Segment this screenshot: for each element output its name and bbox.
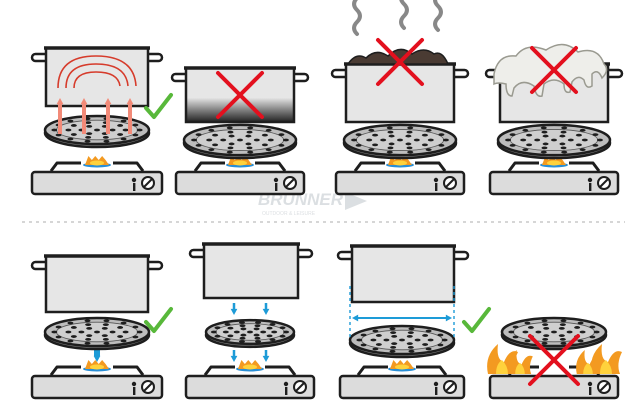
cross-icon xyxy=(530,46,578,94)
panel-pot-too-wide xyxy=(170,66,310,196)
pan-support xyxy=(356,365,448,376)
panel-burning-food xyxy=(330,0,470,196)
cooking-pot xyxy=(170,66,310,124)
heat-plate xyxy=(496,123,612,160)
ignition-icon xyxy=(131,177,137,183)
foam-overflow xyxy=(493,43,608,98)
pan-support xyxy=(49,365,145,376)
check-icon xyxy=(144,307,173,333)
panel-plate-centered xyxy=(184,242,316,400)
stove xyxy=(488,374,620,400)
cross-icon xyxy=(528,334,580,386)
down-arrow-icon xyxy=(262,350,270,362)
pot-body xyxy=(344,62,456,124)
stove xyxy=(30,170,164,196)
ignition-icon xyxy=(433,381,439,387)
flame-icon xyxy=(83,360,111,372)
burnt-food xyxy=(346,48,450,65)
ignition-icon xyxy=(587,381,593,387)
ignition-icon xyxy=(587,177,593,183)
stove-body xyxy=(184,374,316,400)
smoke-icon xyxy=(433,0,443,32)
stove-body xyxy=(30,170,164,196)
flame-icon xyxy=(388,360,416,372)
cross-icon xyxy=(376,38,424,86)
stove-body xyxy=(30,374,164,400)
check-icon xyxy=(462,307,491,333)
stove xyxy=(488,170,620,196)
cooking-pot xyxy=(330,62,470,124)
width-arrow-right xyxy=(402,314,452,322)
pan-support xyxy=(203,365,297,376)
heat-plate xyxy=(182,123,298,160)
ignition-icon xyxy=(131,381,137,387)
stove xyxy=(30,374,164,400)
heat-plate xyxy=(43,316,151,351)
panel-plate-on-burner xyxy=(30,254,173,400)
cooking-pot xyxy=(188,242,314,300)
pan-support xyxy=(353,161,447,172)
heat-arrow-2 xyxy=(80,98,88,134)
panel-heat-circulation xyxy=(30,46,173,196)
down-arrow-icon xyxy=(230,303,238,315)
heat-arrow-1 xyxy=(56,98,64,134)
heat-plate xyxy=(348,324,456,359)
open-flames-icon xyxy=(487,344,622,374)
heat-plate xyxy=(500,316,608,351)
heat-plate xyxy=(204,318,296,349)
flame-icon xyxy=(236,360,264,372)
cooking-pot xyxy=(30,254,164,314)
down-arrow-icon xyxy=(230,350,238,362)
pot-body xyxy=(44,46,150,108)
stove-body xyxy=(338,374,466,400)
stove xyxy=(174,170,306,196)
heat-loop xyxy=(57,55,137,89)
cooking-pot xyxy=(30,46,164,108)
pot-body xyxy=(44,254,150,314)
pan-support xyxy=(49,161,145,172)
flame-icon xyxy=(386,156,414,168)
down-arrow-icon xyxy=(262,303,270,315)
heat-plate xyxy=(342,123,458,160)
ignition-icon xyxy=(273,177,279,183)
stove xyxy=(334,170,466,196)
heat-arrow-3 xyxy=(104,98,112,134)
stove xyxy=(338,374,466,400)
heat-plate xyxy=(43,114,151,149)
panel-no-pot-on-plate xyxy=(487,316,622,400)
panel-plate-matches-pot xyxy=(336,244,491,400)
smoke-icon xyxy=(352,0,362,36)
stove-body xyxy=(488,170,620,196)
stove-body xyxy=(174,170,306,196)
width-arrow-left xyxy=(352,314,402,322)
heat-arrow-4 xyxy=(126,98,134,134)
ignition-icon xyxy=(283,381,289,387)
pan-support xyxy=(507,161,601,172)
cross-icon xyxy=(216,71,264,119)
flame-icon xyxy=(83,156,111,168)
pot-body xyxy=(350,244,456,304)
smoke-icon xyxy=(399,0,409,30)
pot-body xyxy=(202,242,300,300)
stove xyxy=(184,374,316,400)
stove-body xyxy=(334,170,466,196)
stove-body xyxy=(488,374,620,400)
check-icon xyxy=(144,93,173,119)
heat-flow xyxy=(56,55,137,134)
pan-support xyxy=(193,161,287,172)
panel-boiling-over xyxy=(484,43,624,196)
watermark-tagline: OUTDOOR & LEISURE xyxy=(262,211,316,217)
ignition-icon xyxy=(433,177,439,183)
cooking-pot xyxy=(336,244,470,304)
